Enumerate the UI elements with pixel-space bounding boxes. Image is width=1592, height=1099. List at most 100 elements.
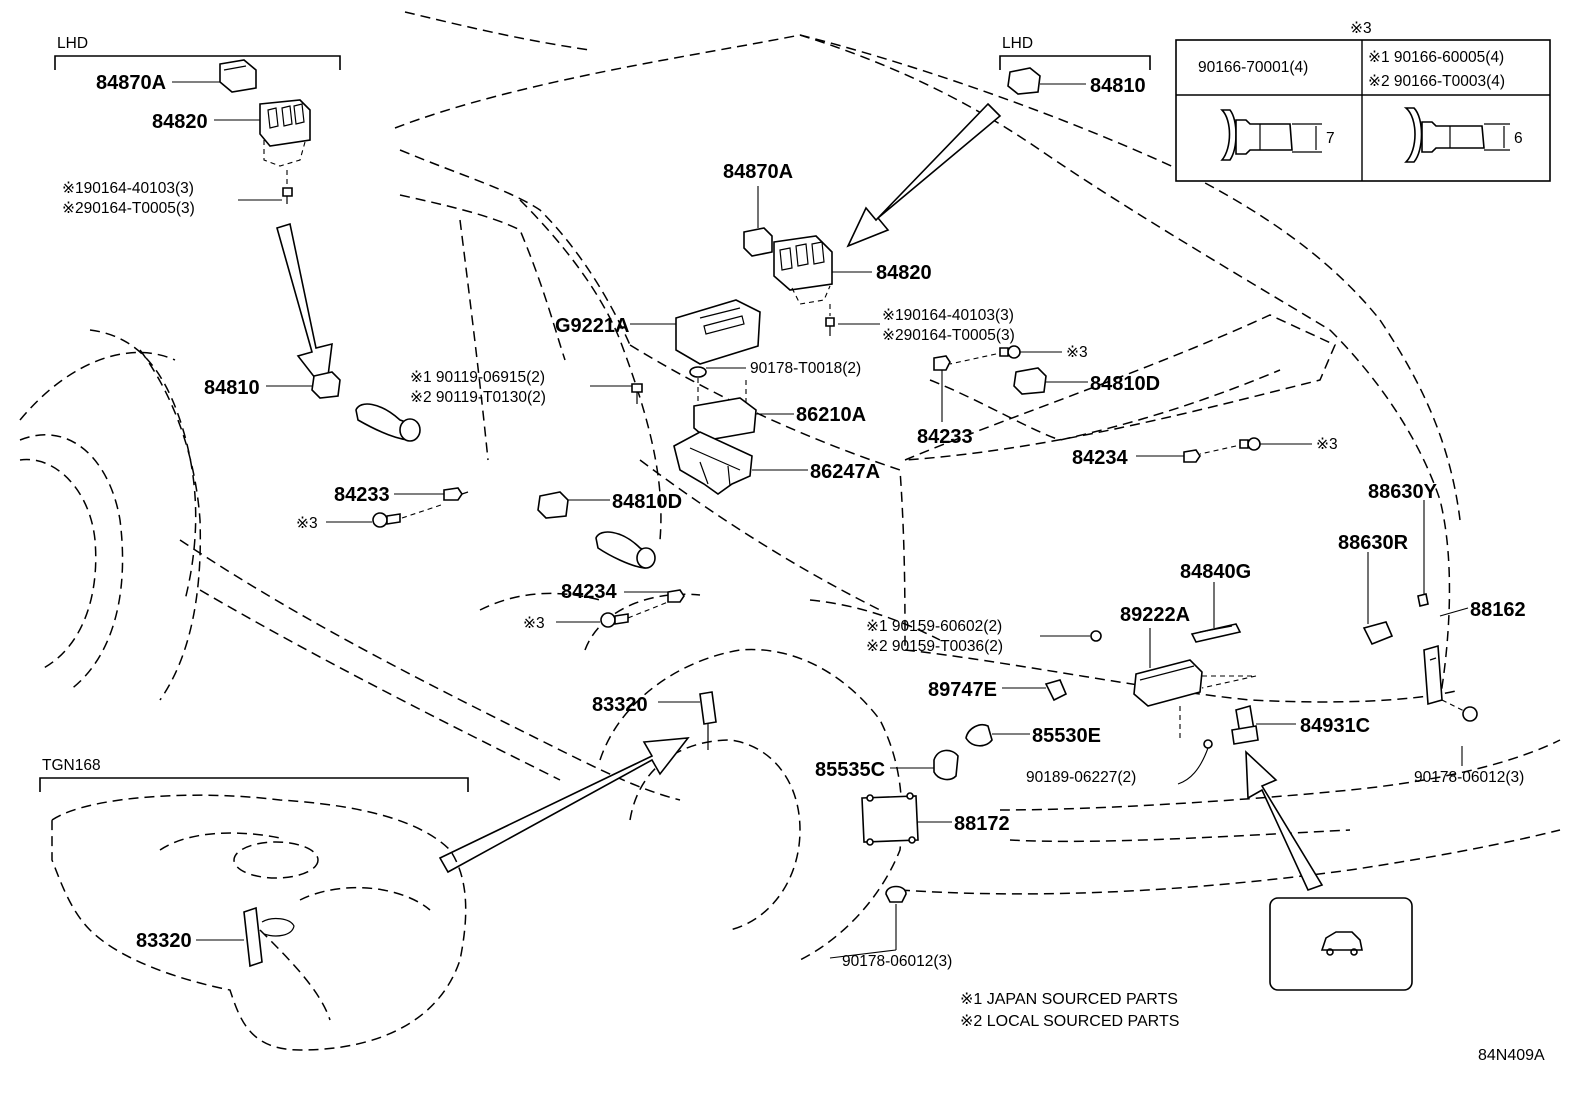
- part-84870A-mid: 84870A: [723, 161, 793, 257]
- part-86247A: 86247A: [673, 431, 880, 495]
- part-89747E: 89747E: [928, 679, 1068, 702]
- note3-header: ※3: [1350, 20, 1372, 37]
- label-190164-mid: ※190164-40103(3): [882, 307, 1014, 324]
- lhd-left-bracket: LHD: [54, 35, 341, 70]
- part-84820-mid: 84820: [773, 235, 932, 305]
- clip-90178-06012-bottom: 90178-06012(3): [829, 885, 952, 970]
- label-88172: 88172: [954, 813, 1010, 835]
- part-85535C: 85535C: [815, 749, 959, 781]
- screw-190164-mid: ※190164-40103(3) ※290164-T0005(3): [825, 304, 1015, 344]
- label-84233-right: 84233: [917, 426, 973, 448]
- label-x3-top-right: ※3: [1066, 344, 1088, 361]
- part-84810-right: 84810: [1007, 67, 1146, 97]
- part-88630Y: 88630Y: [1368, 481, 1438, 607]
- part-84870A-left: 84870A: [96, 59, 257, 94]
- screw-x3-right: ※3: [1199, 436, 1338, 455]
- label-88630Y: 88630Y: [1368, 481, 1438, 503]
- lhd-left-label: LHD: [57, 35, 88, 52]
- label-290164-mid: ※290164-T0005(3): [882, 327, 1015, 344]
- clip-90159: ※1 90159-60602(2) ※2 90159-T0036(2): [866, 618, 1102, 655]
- label-88630R: 88630R: [1338, 532, 1409, 554]
- part-84233-right: 84233: [917, 355, 973, 448]
- screw-x3-left: ※3: [296, 503, 445, 532]
- diagram-code: 84N409A: [1478, 1047, 1545, 1064]
- clip-90178-06012-right: 90178-06012(3): [1414, 699, 1524, 786]
- label-83320-tank: 83320: [136, 930, 192, 952]
- part-86210A: 86210A: [693, 397, 866, 441]
- clip-90189: 90189-06227(2): [1026, 739, 1213, 786]
- part-84840G: 84840G: [1180, 561, 1251, 643]
- screw-190164-left: ※190164-40103(3) ※290164-T0005(3): [62, 170, 293, 217]
- clip-60005-drawing: 6: [1403, 107, 1523, 163]
- label-G9221A: G9221A: [555, 315, 630, 337]
- part-84233-left: 84233: [334, 484, 469, 506]
- part-G9221A: G9221A: [555, 299, 761, 365]
- label-90159-2: ※2 90159-T0036(2): [866, 638, 1003, 655]
- label-84820-left: 84820: [152, 111, 208, 133]
- label-84840G: 84840G: [1180, 561, 1251, 583]
- label-90119-2: ※2 90119-T0130(2): [410, 389, 546, 406]
- label-86247A: 86247A: [810, 461, 880, 483]
- part-84234-right: 84234: [1072, 447, 1201, 469]
- table-col2-line2: ※2 90166-T0003(4): [1368, 73, 1505, 90]
- label-90178-06012-bottom: 90178-06012(3): [842, 953, 952, 970]
- vehicle-view-box: [1269, 897, 1413, 991]
- fuel-tank: [51, 794, 467, 1051]
- table-col1-header: 90166-70001(4): [1198, 59, 1308, 76]
- label-86210A: 86210A: [796, 404, 866, 426]
- label-84234-right: 84234: [1072, 447, 1128, 469]
- part-88630R: 88630R: [1338, 532, 1409, 646]
- part-83320-tank: 83320: [136, 906, 295, 968]
- door-handle-left: [355, 403, 421, 442]
- label-85535C: 85535C: [815, 759, 885, 781]
- part-84931C: 84931C: [1231, 704, 1370, 745]
- part-88162: 88162: [1423, 599, 1526, 706]
- clip-90178-T0018: 90178-T0018(2): [689, 360, 861, 404]
- part-84820-left: 84820: [152, 99, 311, 167]
- label-84234-mid: 84234: [561, 581, 617, 603]
- label-90178-06012-right: 90178-06012(3): [1414, 769, 1524, 786]
- part-84810D-right: 84810D: [1013, 367, 1160, 395]
- dim-7: 7: [1326, 130, 1335, 147]
- label-84931C: 84931C: [1300, 715, 1370, 737]
- vehicle-rear-icon: [1320, 931, 1363, 956]
- label-90159-1: ※1 90159-60602(2): [866, 618, 1002, 635]
- label-190164-left: ※190164-40103(3): [62, 180, 194, 197]
- label-290164-left: ※290164-T0005(3): [62, 200, 195, 217]
- label-90189: 90189-06227(2): [1026, 769, 1136, 786]
- label-84820-mid: 84820: [876, 262, 932, 284]
- label-89222A: 89222A: [1120, 604, 1190, 626]
- tgn168-label: TGN168: [42, 757, 101, 774]
- label-90178-T0018: 90178-T0018(2): [750, 360, 861, 377]
- label-84810D-right: 84810D: [1090, 373, 1160, 395]
- door-handle-mid: [595, 531, 656, 569]
- label-84810-right: 84810: [1090, 75, 1146, 97]
- legend-notes: ※1 JAPAN SOURCED PARTS ※2 LOCAL SOURCED …: [960, 991, 1545, 1064]
- label-85530E: 85530E: [1032, 725, 1101, 747]
- part-83320-mid: 83320: [592, 691, 717, 750]
- tgn168-bracket: TGN168: [39, 757, 469, 792]
- label-84810-left: 84810: [204, 377, 260, 399]
- lhd-right-bracket: LHD: [999, 35, 1151, 70]
- dim-6: 6: [1514, 130, 1523, 147]
- part-88172: 88172: [861, 792, 1010, 846]
- label-88162: 88162: [1470, 599, 1526, 621]
- arrow-wheel: [438, 737, 690, 874]
- label-83320-mid: 83320: [592, 694, 648, 716]
- table-col2-line1: ※1 90166-60005(4): [1368, 49, 1504, 66]
- label-84870A-left: 84870A: [96, 72, 166, 94]
- arrow-down-left: [276, 222, 333, 395]
- lhd-right-label: LHD: [1002, 35, 1033, 52]
- clip-70001-drawing: 7: [1220, 109, 1335, 161]
- label-84870A-mid: 84870A: [723, 161, 793, 183]
- label-89747E: 89747E: [928, 679, 997, 701]
- part-84810-left: 84810: [204, 371, 341, 399]
- part-84234-mid: 84234: [561, 581, 685, 603]
- part-85530E: 85530E: [965, 723, 1101, 747]
- label-x3-mid: ※3: [523, 615, 545, 632]
- screw-x3-mid: ※3: [523, 601, 669, 632]
- label-84233-left: 84233: [334, 484, 390, 506]
- part-89222A: 89222A: [1120, 604, 1257, 742]
- arrow-rear-handle: [1245, 750, 1324, 891]
